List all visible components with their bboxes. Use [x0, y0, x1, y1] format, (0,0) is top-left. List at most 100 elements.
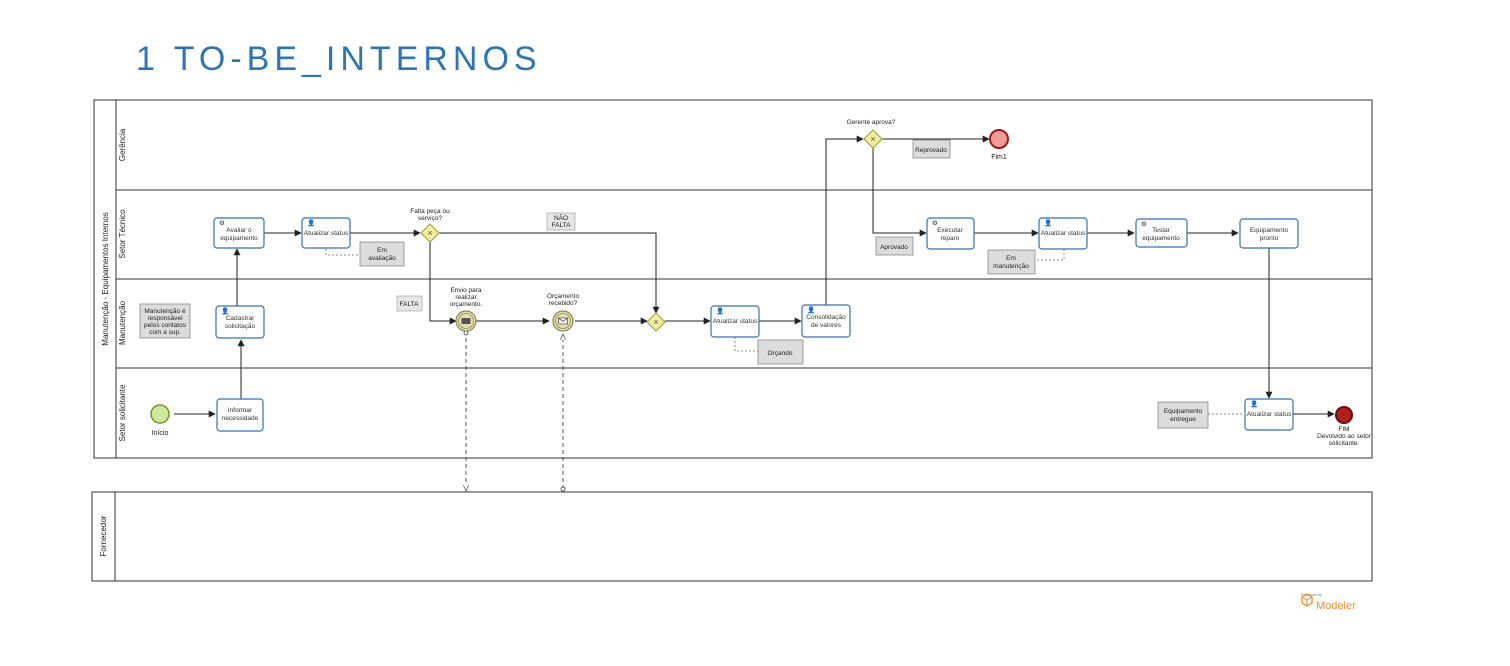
event-label: orçamento. — [450, 301, 483, 308]
intermediate-event-envio[interactable]: Envio para realizar orçamento. — [450, 287, 483, 332]
svg-text:Reprovado: Reprovado — [915, 147, 947, 154]
doc-orcando: Orçando — [757, 339, 804, 365]
svg-text:manutenção: manutenção — [993, 263, 1029, 270]
svg-text:Manutenção é: Manutenção é — [144, 308, 186, 315]
main-pool: Manutenção - Equipamentos Internos Gerên… — [93, 99, 1373, 459]
task-label: Avaliar o — [226, 227, 252, 234]
gateway-label: serviço? — [418, 215, 443, 222]
brand-name: Modeler — [1316, 600, 1356, 612]
task-label: Informar — [228, 407, 253, 414]
doc-em-avaliacao: Em avaliação — [359, 241, 405, 267]
label-falta: FALTA — [396, 295, 423, 312]
svg-text:responsável: responsável — [147, 315, 183, 322]
svg-text:avaliação: avaliação — [368, 255, 396, 262]
task-testar-equipamento[interactable]: Testar equipamento ⚙ — [1135, 218, 1188, 248]
lane-manutencao-label: Manutenção — [118, 300, 127, 345]
sequence-flows — [174, 135, 1335, 418]
end-label: FIM — [1338, 426, 1349, 433]
exclusive-x-icon: × — [653, 317, 658, 327]
message-flows — [464, 330, 565, 491]
lane-setor-tecnico-label: Setor Técnico — [118, 209, 127, 259]
task-label: necessidade — [222, 415, 259, 422]
svg-text:Orçando: Orçando — [768, 350, 793, 357]
task-label: reparo — [941, 235, 960, 242]
pool-main-label: Manutenção - Equipamentos Internos — [101, 212, 110, 345]
task-label: Atualizar status — [1247, 411, 1292, 418]
task-executar-reparo[interactable]: Executar reparo ⚙ — [926, 217, 975, 250]
task-label: Atualizar status — [304, 230, 349, 237]
task-label: solicitação — [225, 323, 256, 330]
task-label: Testar — [1152, 227, 1171, 234]
task-label: equipamento — [220, 235, 258, 242]
task-label: Cadastrar — [226, 315, 255, 322]
intermediate-event-orcamento[interactable]: Orçamento recebido? — [547, 293, 580, 332]
task-consolidacao-valores[interactable]: Consolidação de valores 👤 — [801, 304, 851, 338]
user-task-icon: 👤 — [1250, 400, 1258, 408]
gateway-falta-peca[interactable]: × Falta peça ou serviço? — [410, 208, 450, 243]
gateway-label: Gerente aprova? — [847, 119, 896, 126]
manual-task-icon: ⚙ — [1141, 220, 1147, 228]
svg-text:Aprovado: Aprovado — [880, 244, 908, 251]
gateway-gerente-aprova[interactable]: × Gerente aprova? — [847, 119, 896, 149]
doc-equipamento-entregue: Equipamento entregue — [1157, 401, 1209, 429]
task-label: Executar — [937, 227, 963, 234]
doc-manutencao-responsavel: Manutenção é responsável pelos contatos … — [139, 303, 191, 339]
task-atualizar-status-4[interactable]: Atualizar status 👤 — [1244, 398, 1294, 431]
user-task-icon: 👤 — [307, 219, 315, 227]
user-task-icon: 👤 — [1044, 219, 1052, 227]
end-label: Devolvido ao setor — [1317, 433, 1372, 440]
task-label: de valores — [811, 322, 842, 329]
supplier-pool: Fornecedor — [91, 491, 1373, 582]
pool-supplier-label: Fornecedor — [99, 515, 108, 556]
envelope-icon — [461, 318, 471, 324]
task-label: Consolidação — [806, 314, 846, 321]
svg-text:Em: Em — [1006, 255, 1016, 262]
event-label: Envio para — [450, 287, 481, 294]
exclusive-x-icon: × — [427, 228, 432, 238]
task-label: Equipamento — [1250, 227, 1289, 234]
lane-gerencia-label: Gerência — [118, 128, 127, 161]
task-informar-necessidade[interactable]: Informar necessidade — [216, 398, 264, 432]
task-atualizar-status-2[interactable]: Atualizar status 👤 — [710, 305, 760, 338]
label-nao-falta: NÃO FALTA — [546, 212, 576, 231]
associations — [325, 249, 1244, 415]
bizagi-cube-icon — [1301, 593, 1313, 607]
start-event[interactable]: Início — [150, 404, 170, 437]
doc-em-manutencao: Em manutenção — [987, 249, 1036, 275]
user-task-icon: 👤 — [716, 307, 724, 315]
task-avaliar-equipamento[interactable]: Avaliar o equipamento ⚙ — [213, 217, 265, 249]
gateway-merge[interactable]: × — [646, 312, 666, 332]
task-label: Atualizar status — [1041, 230, 1086, 237]
event-label: realizar — [455, 294, 477, 301]
manual-task-icon: ⚙ — [932, 219, 938, 227]
task-label: pronto — [1260, 235, 1279, 242]
svg-text:com a sup.: com a sup. — [149, 329, 181, 336]
doc-reprovado: Reprovado — [912, 139, 951, 159]
svg-text:NÃO: NÃO — [554, 213, 568, 222]
user-task-icon: 👤 — [807, 306, 815, 314]
end-event-fim[interactable]: FIM Devolvido ao setor solicitante. — [1317, 406, 1372, 447]
task-equipamento-pronto[interactable]: Equipamento pronto — [1239, 218, 1299, 249]
svg-text:Equipamento: Equipamento — [1164, 408, 1203, 415]
svg-text:Em: Em — [377, 247, 387, 254]
user-task-icon: 👤 — [221, 307, 229, 315]
task-label: Atualizar status — [713, 318, 758, 325]
end-event-fim1[interactable]: Fim1 — [989, 129, 1009, 161]
user-task-icon: ⚙ — [219, 219, 225, 227]
exclusive-x-icon: × — [870, 134, 875, 144]
gateway-label: Falta peça ou — [410, 208, 450, 215]
event-label: Orçamento — [547, 293, 580, 300]
task-cadastrar-solicitacao[interactable]: Cadastrar solicitação 👤 — [215, 305, 265, 339]
task-atualizar-status-3[interactable]: Atualizar status 👤 — [1038, 217, 1088, 250]
svg-text:FALTA: FALTA — [552, 222, 572, 229]
brand-powered: Powered by — [1301, 592, 1323, 597]
svg-text:entregue: entregue — [1170, 416, 1196, 423]
end-label: Fim1 — [991, 154, 1007, 161]
start-label: Início — [152, 430, 169, 437]
page-title: 1 TO-BE_INTERNOS — [136, 40, 542, 78]
event-label: recebido? — [549, 300, 578, 307]
doc-aprovado: Aprovado — [875, 236, 914, 256]
task-atualizar-status-1[interactable]: Atualizar status 👤 — [301, 217, 351, 249]
svg-text:pelos contatos: pelos contatos — [144, 322, 187, 329]
